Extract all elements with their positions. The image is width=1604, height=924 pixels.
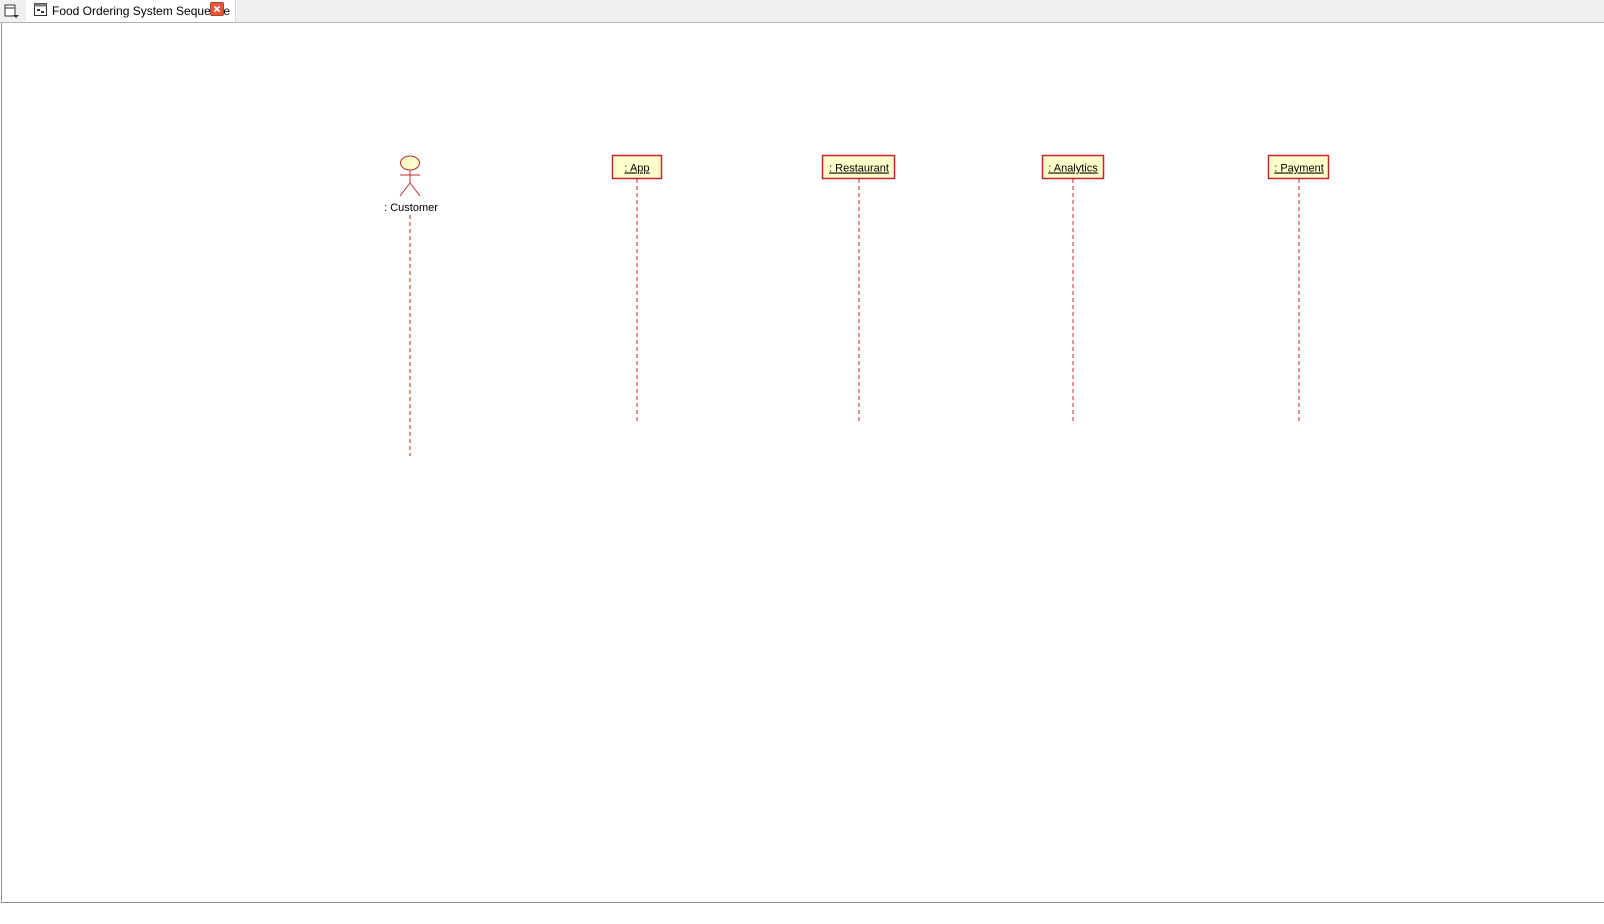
close-tab-icon[interactable] xyxy=(210,2,224,16)
object-box xyxy=(611,154,663,180)
lifeline-payment[interactable]: : Payment xyxy=(1267,154,1330,423)
actor-label: : Customer xyxy=(384,202,438,214)
lifeline-app[interactable]: : App xyxy=(611,154,663,423)
diagram-doc-icon xyxy=(34,3,47,16)
lifeline-customer[interactable]: : Customer xyxy=(384,155,438,456)
tab-title: Food Ordering System Sequence xyxy=(52,4,231,18)
object-box xyxy=(1041,154,1105,180)
lifeline-analytics[interactable]: : Analytics xyxy=(1041,154,1105,423)
object-label: : App xyxy=(624,163,649,175)
tab-diagram[interactable]: Food Ordering System Sequence xyxy=(26,0,236,22)
object-box xyxy=(1267,154,1330,180)
editor-tab-bar: Food Ordering System Sequence xyxy=(0,0,1604,23)
actor-left-leg xyxy=(399,182,411,197)
actor-right-leg xyxy=(409,182,421,197)
diagram-canvas[interactable]: : Customer : App : Restaurant : Analytic… xyxy=(1,23,1604,903)
object-label: : Analytics xyxy=(1048,163,1098,175)
sequence-diagram: : Customer : App : Restaurant : Analytic… xyxy=(384,154,1330,456)
object-label: : Restaurant xyxy=(829,163,889,175)
tab-list-menu-icon[interactable] xyxy=(2,2,20,20)
actor-head xyxy=(400,155,420,171)
lifeline-restaurant[interactable]: : Restaurant xyxy=(821,154,896,423)
object-box xyxy=(821,154,896,180)
object-label: : Payment xyxy=(1274,163,1324,175)
